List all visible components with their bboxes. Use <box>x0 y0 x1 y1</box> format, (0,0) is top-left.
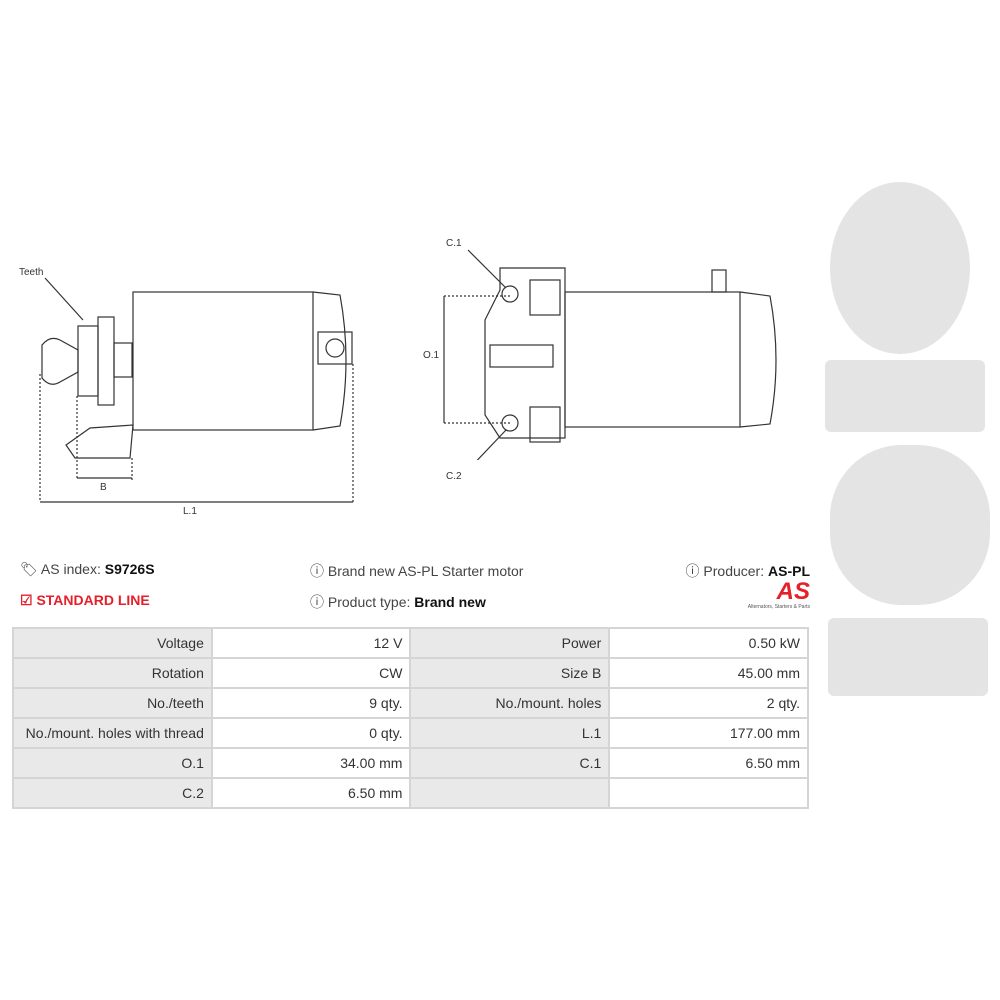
spec-label: Rotation <box>12 657 213 689</box>
spec-value: 0 qty. <box>210 717 412 749</box>
spec-value: 177.00 mm <box>608 717 809 749</box>
info-icon: ⓘ <box>310 563 324 579</box>
spec-value: 34.00 mm <box>210 747 412 779</box>
spec-value: 45.00 mm <box>608 657 809 689</box>
o1-label: O.1 <box>423 350 440 361</box>
spec-label: Size B <box>409 657 611 689</box>
c1-label: C.1 <box>446 238 462 249</box>
spec-value: 6.50 mm <box>608 747 809 779</box>
as-index: 🏷 AS index: S9726S <box>20 561 155 577</box>
spec-label: Power <box>409 627 611 659</box>
product-photo-rear <box>830 445 990 605</box>
product-photo-side <box>825 360 985 432</box>
spec-value: 2 qty. <box>608 687 809 719</box>
standard-line: ☑ STANDARD LINE <box>20 592 150 608</box>
spec-label: C.1 <box>409 747 611 779</box>
spec-label: No./teeth <box>12 687 213 719</box>
info-icon: ⓘ <box>310 594 324 610</box>
info-icon: ⓘ <box>685 563 700 579</box>
product-type: ⓘ Product type: Brand new <box>310 594 486 610</box>
product-photo-front <box>830 182 970 354</box>
spec-label: No./mount. holes with thread <box>12 717 213 749</box>
spec-label: O.1 <box>12 747 213 779</box>
tags-icon: 🏷 <box>20 561 38 577</box>
as-pl-logo: AS Alternators, Starters & Parts <box>747 578 810 611</box>
side-view-drawing <box>39 277 354 503</box>
front-view-drawing <box>443 249 777 460</box>
product-photo-label-side <box>828 618 988 696</box>
producer: ⓘ Producer: AS-PL <box>685 563 810 579</box>
spec-value: CW <box>210 657 412 689</box>
spec-label <box>409 777 611 809</box>
spec-label: C.2 <box>12 777 213 809</box>
l1-label: L.1 <box>183 506 197 517</box>
spec-label: L.1 <box>409 717 611 749</box>
spec-value <box>608 777 809 809</box>
description: ⓘ Brand new AS-PL Starter motor <box>310 563 524 579</box>
c2-label: C.2 <box>446 471 462 482</box>
checkbox-icon: ☑ <box>20 592 33 608</box>
teeth-label: Teeth <box>19 267 44 278</box>
spec-label: Voltage <box>12 627 213 659</box>
spec-label: No./mount. holes <box>409 687 611 719</box>
spec-value: 9 qty. <box>210 687 412 719</box>
b-label: B <box>100 482 107 493</box>
spec-value: 6.50 mm <box>210 777 412 809</box>
spec-value: 12 V <box>210 627 412 659</box>
spec-value: 0.50 kW <box>608 627 809 659</box>
